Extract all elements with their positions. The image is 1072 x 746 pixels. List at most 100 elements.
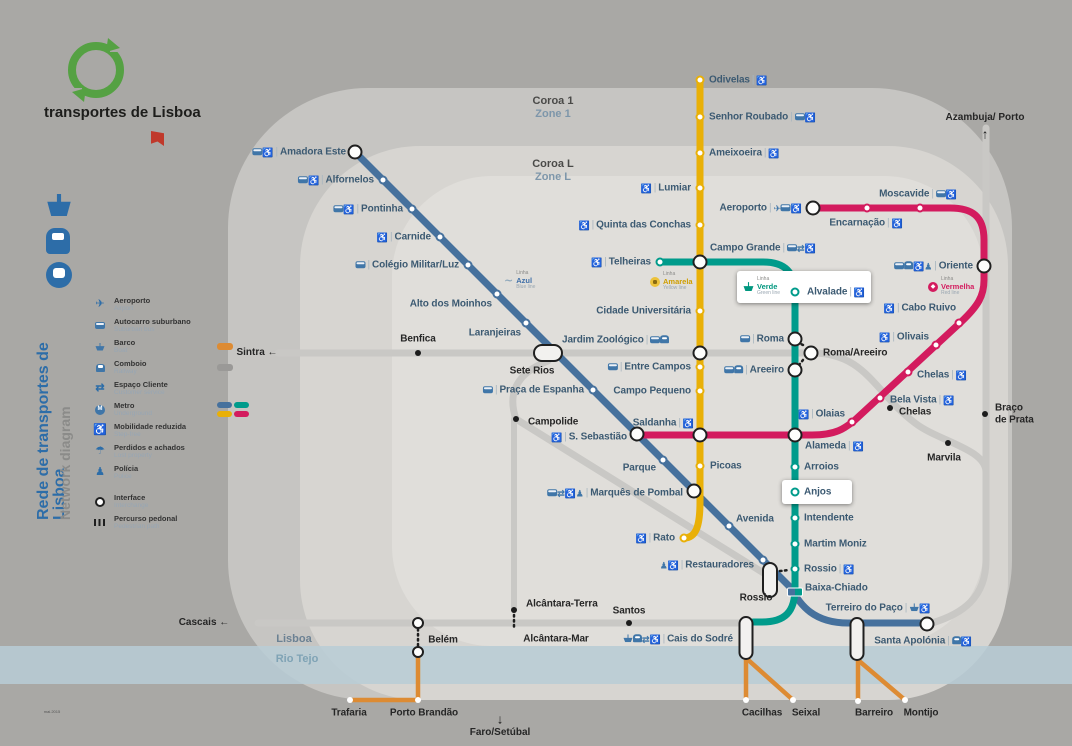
station-santos: Santos (613, 605, 646, 617)
station-encarna-o-marker (862, 203, 872, 213)
station-bela-vista-label: Bela Vista (890, 394, 937, 406)
station-campo-pequeno-label: Campo Pequeno (613, 385, 691, 397)
customer-icon (95, 383, 104, 394)
wc-icon (308, 176, 319, 185)
police-icon (924, 262, 932, 271)
metro-operator-icon (46, 262, 72, 288)
line-ferry-montijo (855, 657, 908, 703)
police-icon (95, 467, 105, 478)
station-montijo-marker (902, 697, 908, 703)
station-bel-m-label: Belém (428, 634, 458, 646)
station-rossio: Rossio| (804, 563, 854, 575)
station-martim-moniz-marker (790, 539, 800, 549)
bus-icon (724, 366, 735, 374)
station-bra-o-de-prata: Braço de Prata (995, 403, 1034, 426)
station-carnide-label: Carnide (394, 231, 431, 243)
station-cabo-ruivo-label: Cabo Ruivo (901, 302, 956, 314)
station-barreiro-marker (855, 698, 861, 704)
label-lisboa: Lisboa (276, 632, 312, 645)
station-alvalade[interactable]: Alvalade| (807, 286, 865, 298)
bus-icon (794, 113, 805, 121)
station-picoas-marker (695, 461, 705, 471)
wc-icon (343, 205, 354, 214)
station-oriente-marker (976, 258, 992, 274)
station-anjos[interactable]: Anjos (804, 486, 831, 498)
station-alfornelos-marker (378, 175, 388, 185)
station-barreiro-label: Barreiro (854, 707, 894, 719)
station-rossio-marker (762, 562, 778, 598)
wc-icon (649, 635, 660, 644)
station-avenida-label: Avenida (736, 513, 774, 525)
station-santa-apol-nia-marker (919, 616, 935, 632)
station-rossio: Rossio (740, 592, 773, 604)
station-trafaria-marker (347, 697, 353, 703)
station-aeroporto: Aeroporto| (720, 202, 803, 214)
station-alc-ntara-terra-label: Alcântara-Terra (526, 598, 598, 610)
station-oriente-label: Oriente (938, 260, 973, 272)
station-telheiras-label: Telheiras (608, 256, 651, 268)
station-odivelas-marker (695, 75, 705, 85)
station-porto-brand-o: Porto Brandão (390, 707, 458, 719)
station-benfica-label: Benfica (400, 333, 436, 345)
red-flag-icon (151, 131, 164, 146)
station-alvalade-marker[interactable] (790, 287, 800, 297)
bus-icon (894, 262, 905, 270)
line-rail-azambuja (928, 124, 990, 627)
station-seixal-label: Seixal (791, 707, 821, 719)
station-amadora-este-marker (347, 144, 363, 160)
station-marqu-s-de-pombal-marker (686, 483, 702, 499)
bus-icon (547, 489, 558, 497)
ring-icon (95, 496, 105, 507)
station-trafaria-label: Trafaria (331, 707, 367, 719)
wc-icon (377, 233, 388, 242)
wc-icon (551, 433, 562, 442)
station-bel-m: Belém (428, 634, 458, 646)
station-bela-vista: Bela Vista| (890, 394, 954, 406)
station-avenida-marker (724, 521, 734, 531)
station-saldanha: Saldanha| (633, 417, 694, 429)
highlight-alvalade[interactable] (737, 271, 871, 303)
station-olaias-marker (847, 417, 857, 427)
wc-icon (805, 113, 816, 122)
bus-icon (650, 336, 661, 344)
rail-operator-icon (46, 228, 70, 254)
station-jardim-zool-gico: Jardim Zoológico| (562, 334, 670, 346)
station-bela-vista-marker (875, 393, 885, 403)
wc-icon (961, 637, 972, 646)
station-rossio-label: Rossio (804, 563, 837, 575)
station-anjos-marker[interactable] (790, 487, 800, 497)
metroM-icon (95, 404, 105, 415)
station-restauradores-label: Restauradores (685, 559, 754, 571)
station-intendente: Intendente (804, 512, 854, 524)
bus-icon (780, 204, 791, 212)
wc-icon (854, 288, 865, 297)
station-cidade-universit-ria-marker (695, 306, 705, 316)
station-sete-rios: Sete Rios (510, 365, 555, 377)
station-alameda-marker (787, 427, 803, 443)
station-martim-moniz: Martim Moniz (804, 538, 867, 550)
station-alto-dos-moinhos-label: Alto dos Moinhos (409, 298, 492, 310)
station-benfica-marker (415, 350, 421, 356)
station-benfica: Benfica (400, 333, 436, 345)
station-alc-ntara-mar: Alcântara-Mar (523, 633, 588, 645)
wc-icon (843, 565, 854, 574)
wc-icon (668, 561, 679, 570)
police-icon (576, 489, 584, 498)
station-cacilhas: Cacilhas (742, 707, 782, 719)
wc-icon (943, 396, 954, 405)
station-chelas-label: Chelas (899, 406, 932, 418)
station-col-gio-militar-luz-label: Colégio Militar/Luz (372, 259, 459, 271)
label-azambuja-porto-direction: Azambuja/ Porto (945, 112, 1025, 123)
station-cacilhas-marker (743, 697, 749, 703)
arrow-up-icon: ↑ (981, 126, 989, 142)
station-cidade-universit-ria: Cidade Universitária (596, 305, 691, 317)
pedestrian-link (797, 341, 805, 347)
bus-icon (935, 190, 946, 198)
compass-icon (928, 281, 938, 292)
